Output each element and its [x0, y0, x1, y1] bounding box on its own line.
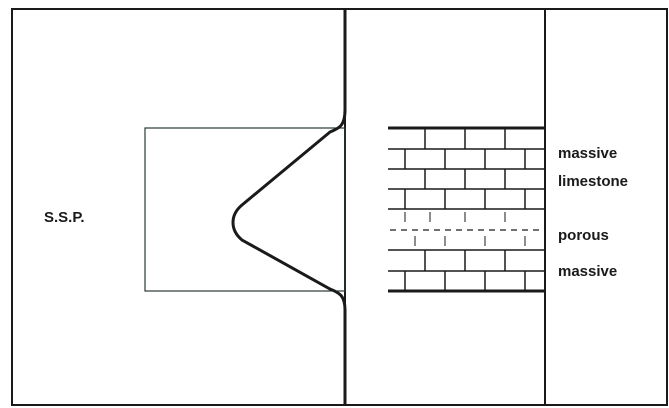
massive-label-bottom: massive — [558, 263, 617, 280]
limestone-column — [388, 128, 545, 291]
limestone-label: limestone — [558, 173, 628, 190]
ssp-label: S.S.P. — [44, 209, 85, 226]
ssp-reference-box — [145, 128, 345, 291]
porous-label: porous — [558, 227, 609, 244]
outer-frame — [12, 9, 667, 405]
ssp-curve — [233, 9, 345, 405]
massive-label-top: massive — [558, 145, 617, 162]
